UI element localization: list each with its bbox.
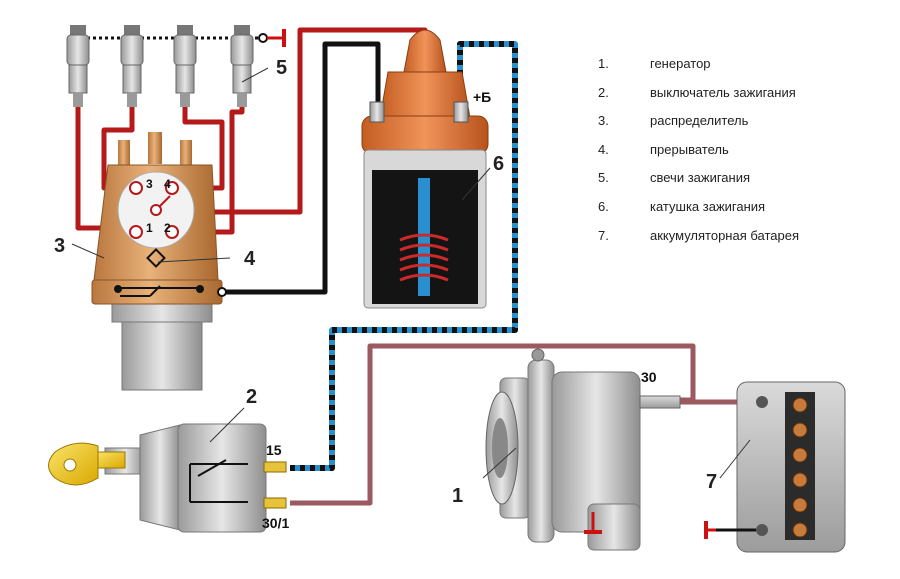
- callout-breaker: 4: [244, 248, 256, 270]
- callout-generator: 1: [452, 485, 463, 507]
- generator-ground-symbol: [584, 512, 602, 534]
- legend-item-ignition-switch: 2. выключатель зажигания: [598, 85, 888, 114]
- legend-item-battery: 7. аккумуляторная батарея: [598, 228, 888, 257]
- legend-label: прерыватель: [650, 141, 729, 157]
- switch-terminal-30-1: [263, 497, 287, 509]
- plug-ground-symbol: [258, 29, 286, 47]
- legend-label: распределитель: [650, 113, 749, 129]
- legend-item-coil: 6. катушка зажигания: [598, 199, 888, 228]
- legend-label: генератор: [650, 56, 711, 71]
- legend-number: 5.: [598, 170, 609, 186]
- callout-distributor: 3: [54, 235, 65, 257]
- distributor: [91, 132, 227, 391]
- distributor-pin-2: 2: [164, 221, 171, 235]
- ignition-coil: [361, 29, 489, 309]
- callout-ignition-switch: 2: [246, 386, 257, 408]
- legend-item-generator: 1. генератор: [598, 56, 888, 85]
- callout-leaders: [71, 67, 751, 479]
- breaker-to-coil-wire: [222, 41, 381, 295]
- legend: 1. генератор 2. выключатель зажигания 3.…: [598, 56, 888, 256]
- legend-number: 1.: [598, 56, 609, 71]
- callout-spark-plugs: 5: [276, 57, 287, 79]
- spark-plug: [66, 25, 90, 107]
- callout-battery: 7: [706, 471, 717, 493]
- ignition-key: [48, 442, 126, 486]
- spark-plug: [173, 25, 197, 107]
- legend-label: аккумуляторная батарея: [650, 227, 799, 243]
- legend-item-breaker: 4. прерыватель: [598, 142, 888, 171]
- legend-number: 6.: [598, 198, 609, 214]
- switch-to-coil-wire: [290, 41, 518, 471]
- generator-terminal-30-label: 30: [641, 369, 657, 385]
- callout-coil: 6: [493, 153, 504, 175]
- legend-label: свечи зажигания: [650, 170, 751, 186]
- distributor-pin-3: 3: [146, 177, 153, 191]
- distributor-pin-1: 1: [146, 221, 153, 235]
- legend-number: 4.: [598, 141, 609, 157]
- legend-number: 3.: [598, 113, 609, 129]
- switch-terminal-30-1-label: 30/1: [262, 515, 289, 531]
- ignition-switch: [104, 423, 287, 533]
- spark-plug: [230, 25, 254, 107]
- distributor-pin-4: 4: [164, 177, 171, 191]
- switch-terminal-15-label: 15: [266, 442, 282, 458]
- legend-item-spark-plugs: 5. свечи зажигания: [598, 170, 888, 199]
- legend-label: катушка зажигания: [650, 198, 766, 214]
- legend-number: 2.: [598, 84, 609, 100]
- switch-terminal-15: [263, 461, 287, 473]
- battery-ground-symbol: [704, 521, 756, 539]
- battery: [736, 381, 846, 553]
- legend-label: выключатель зажигания: [650, 84, 796, 100]
- coil-plus-terminal-label: +Б: [473, 89, 491, 105]
- spark-plugs: [66, 25, 254, 107]
- spark-plug: [120, 25, 144, 107]
- legend-item-distributor: 3. распределитель: [598, 113, 888, 142]
- legend-number: 7.: [598, 227, 609, 243]
- generator: [485, 348, 681, 551]
